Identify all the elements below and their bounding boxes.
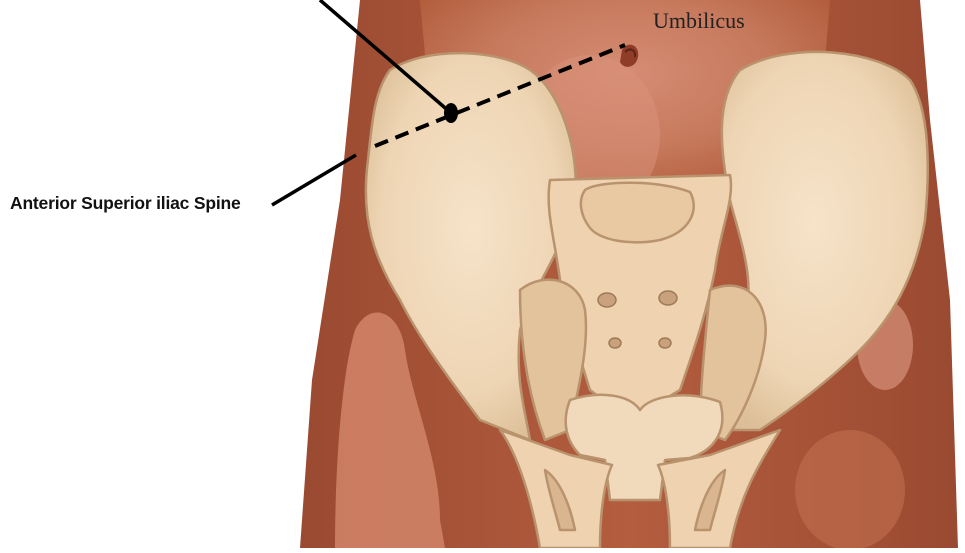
umbilicus-label: Umbilicus bbox=[653, 8, 745, 34]
asis-label: Anterior Superior iliac Spine bbox=[10, 193, 241, 214]
